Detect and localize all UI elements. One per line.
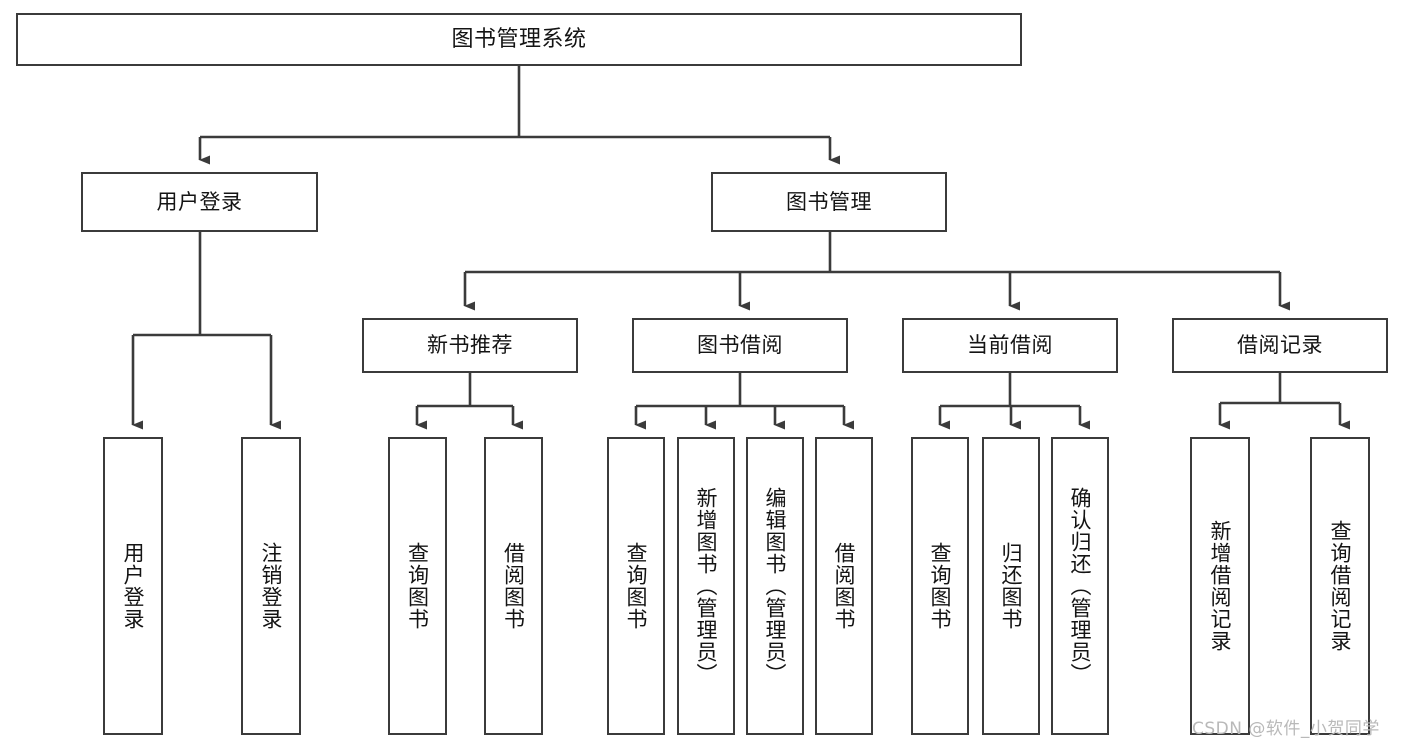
watermark: CSDN @软件_小贺同学 <box>1192 719 1380 739</box>
node-label: 编辑图书（管理员） <box>763 487 788 685</box>
node-leaf-add-borrow-record[interactable]: 新增借阅记录 <box>1190 437 1250 735</box>
node-new-book-recommendation[interactable]: 新书推荐 <box>362 318 578 373</box>
node-label: 查询借阅记录 <box>1328 520 1353 652</box>
node-leaf-add-book-admin[interactable]: 新增图书（管理员） <box>677 437 735 735</box>
node-book-management[interactable]: 图书管理 <box>711 172 947 232</box>
node-borrowing-record[interactable]: 借阅记录 <box>1172 318 1388 373</box>
node-user-login[interactable]: 用户登录 <box>81 172 318 232</box>
node-label: 查询图书 <box>405 542 430 630</box>
node-leaf-return-book[interactable]: 归还图书 <box>982 437 1040 735</box>
node-label: 借阅记录 <box>1237 333 1323 358</box>
node-label: 借阅图书 <box>501 542 526 630</box>
node-leaf-borrow-book-borrow[interactable]: 借阅图书 <box>815 437 873 735</box>
node-label: 新增借阅记录 <box>1208 520 1233 652</box>
node-leaf-edit-book-admin[interactable]: 编辑图书（管理员） <box>746 437 804 735</box>
node-current-borrowing[interactable]: 当前借阅 <box>902 318 1118 373</box>
node-leaf-user-login[interactable]: 用户登录 <box>103 437 163 735</box>
node-leaf-query-book-current[interactable]: 查询图书 <box>911 437 969 735</box>
node-label: 用户登录 <box>121 542 146 630</box>
node-root-book-management-system[interactable]: 图书管理系统 <box>16 13 1022 66</box>
node-label: 图书管理 <box>786 189 872 214</box>
node-label: 图书借阅 <box>697 333 783 358</box>
node-label: 当前借阅 <box>967 333 1053 358</box>
node-leaf-logout[interactable]: 注销登录 <box>241 437 301 735</box>
node-leaf-query-book-borrow[interactable]: 查询图书 <box>607 437 665 735</box>
node-label: 借阅图书 <box>832 542 857 630</box>
node-leaf-query-book-newbook[interactable]: 查询图书 <box>388 437 447 735</box>
node-label: 用户登录 <box>156 189 243 214</box>
node-leaf-confirm-return-admin[interactable]: 确认归还（管理员） <box>1051 437 1109 735</box>
node-label: 查询图书 <box>928 542 953 630</box>
node-label: 归还图书 <box>999 542 1024 630</box>
node-book-borrowing[interactable]: 图书借阅 <box>632 318 848 373</box>
node-label: 新书推荐 <box>427 333 513 358</box>
node-leaf-query-borrow-record[interactable]: 查询借阅记录 <box>1310 437 1370 735</box>
node-label: 注销登录 <box>259 542 284 630</box>
node-label: 查询图书 <box>624 542 649 630</box>
node-label: 图书管理系统 <box>451 26 587 52</box>
node-leaf-borrow-book-newbook[interactable]: 借阅图书 <box>484 437 543 735</box>
node-label: 新增图书（管理员） <box>694 487 719 685</box>
node-label: 确认归还（管理员） <box>1068 487 1093 685</box>
